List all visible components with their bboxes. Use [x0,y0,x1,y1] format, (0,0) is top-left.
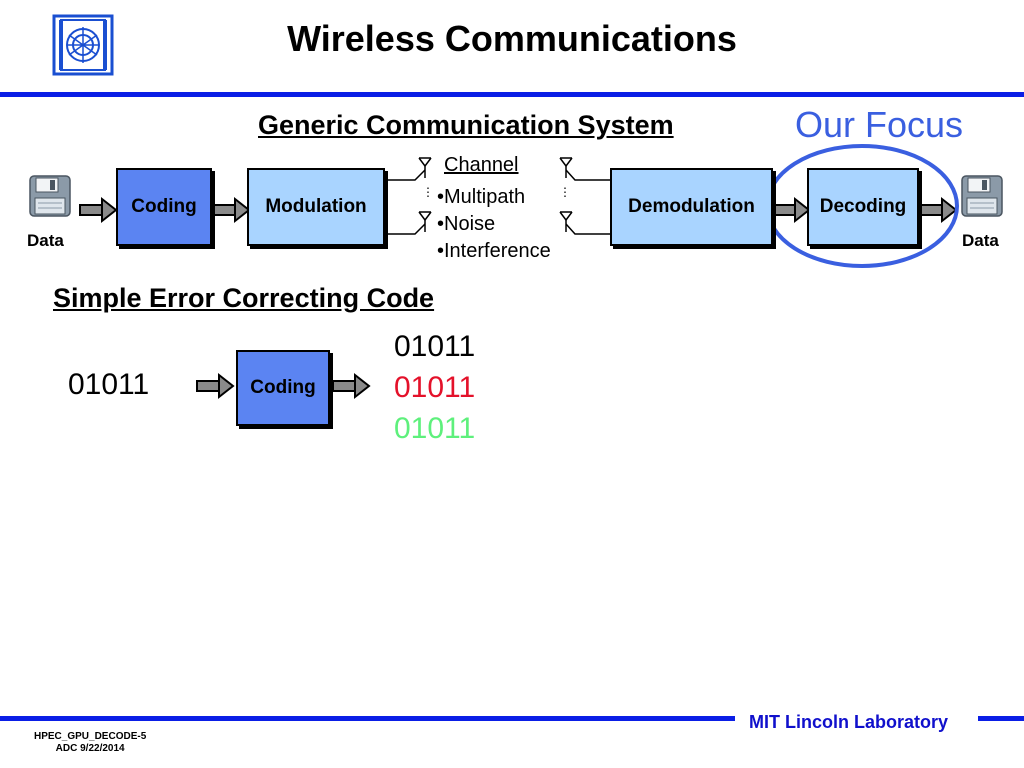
ecc-output-copy-1: 01011 [394,330,476,363]
arrow-right-icon [79,198,117,222]
our-focus-label: Our Focus [795,104,964,145]
demodulation-block: Demodulation [610,168,773,246]
mit-ll-logo [52,14,114,81]
channel-title: Channel [444,154,519,176]
svg-text:⋮: ⋮ [559,185,571,199]
ecc-input-bits: 01011 [68,368,150,401]
coding-block: Coding [116,168,212,246]
page-title: Wireless Communications [287,18,737,59]
channel-item-interference: •Interference [437,240,551,262]
lab-name: MIT Lincoln Laboratory [749,712,949,732]
ecc-heading: Simple Error Correcting Code [53,283,435,313]
author-date: ADC 9/22/2014 [55,743,125,754]
arrow-right-icon [919,198,957,222]
ecc-coding-block: Coding [236,350,330,426]
decoding-block: Decoding [807,168,919,246]
generic-system-heading: Generic Communication System [258,110,674,140]
slide-id: HPEC_GPU_DECODE-5 [34,731,147,742]
ecc-output-copy-2: 01011 [394,371,476,404]
arrow-right-icon [196,374,234,398]
transmit-antennas: ⋮ [385,157,434,235]
arrow-right-icon [212,198,250,222]
top-rule [0,92,1024,97]
channel-impairments: •Multipath •Noise •Interference [437,184,551,265]
ecc-output-copy-3: 01011 [394,412,476,445]
footer-rule-right [978,716,1024,721]
data-input-label: Data [27,231,64,250]
ecc-output-bits: 01011 01011 01011 [394,326,475,449]
channel-item-noise: •Noise [437,213,496,235]
receive-antennas: ⋮ [559,157,610,235]
channel-item-multipath: •Multipath [437,186,526,208]
floppy-disk-icon-input [29,175,71,217]
slide-footer-info: HPEC_GPU_DECODE-5 ADC 9/22/2014 [34,731,146,755]
floppy-disk-icon-output [961,175,1003,217]
data-output-label: Data [962,231,999,250]
arrow-right-icon [332,374,370,398]
modulation-block: Modulation [247,168,385,246]
svg-text:⋮: ⋮ [422,185,434,199]
arrow-right-icon [772,198,810,222]
footer-rule-left [0,716,735,721]
